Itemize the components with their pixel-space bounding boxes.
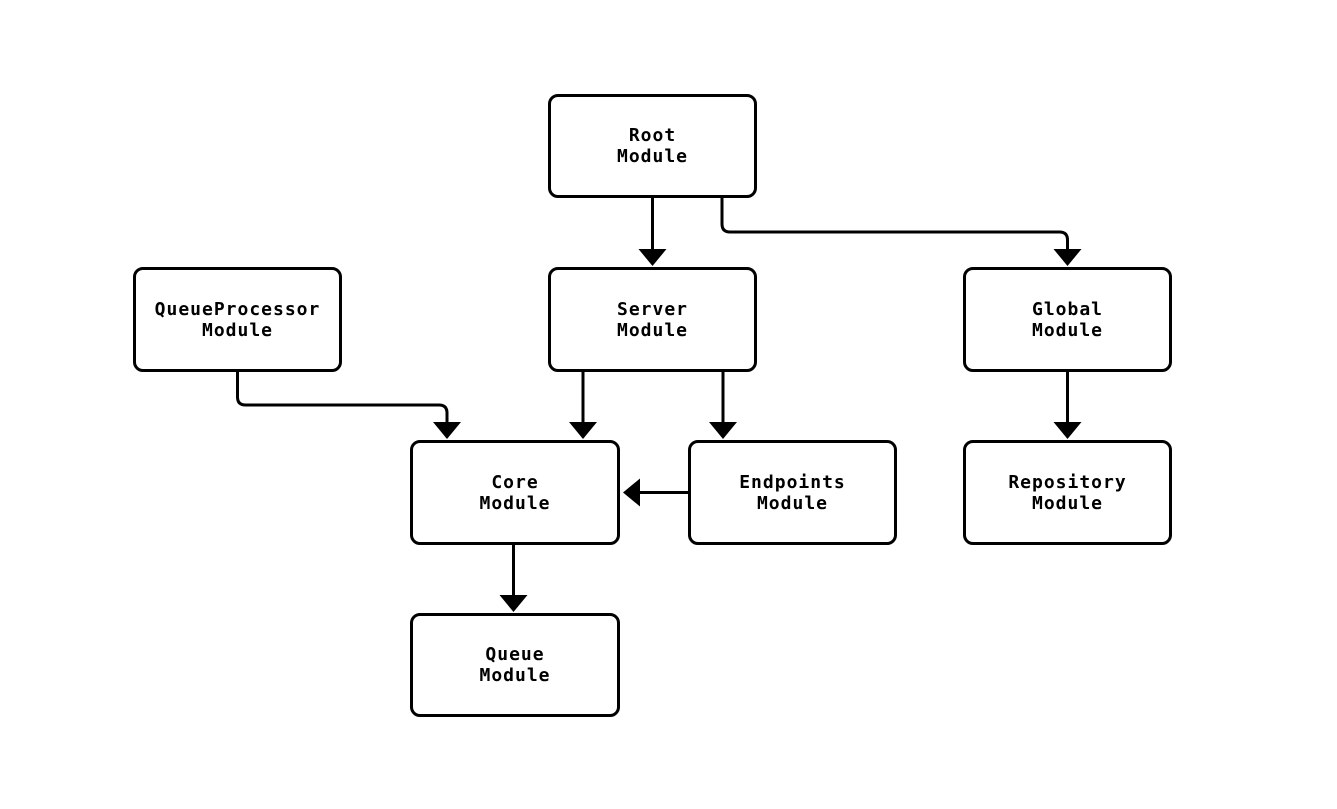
- node-queueprocessor-module: QueueProcessor Module: [133, 267, 342, 372]
- node-queueprocessor-module-label: QueueProcessor Module: [154, 298, 321, 341]
- node-repository-module-label: Repository Module: [1008, 471, 1127, 514]
- node-global-module-label: Global Module: [1031, 298, 1104, 341]
- node-global-module: Global Module: [963, 267, 1172, 372]
- node-core-module-label: Core Module: [479, 471, 551, 514]
- node-server-module-label: Server Module: [616, 298, 689, 341]
- node-endpoints-module: Endpoints Module: [688, 440, 897, 545]
- edge-queueprocessor-to-core: [236, 372, 461, 439]
- node-endpoints-module-label: Endpoints Module: [739, 471, 846, 514]
- node-root-module: Root Module: [548, 94, 757, 198]
- node-queue-module: Queue Module: [410, 613, 620, 717]
- edge-root-to-global: [720, 198, 1082, 266]
- node-core-module: Core Module: [410, 440, 620, 545]
- node-server-module: Server Module: [548, 267, 757, 372]
- node-root-module-label: Root Module: [616, 125, 689, 167]
- node-queue-module-label: Queue Module: [479, 644, 551, 686]
- node-repository-module: Repository Module: [963, 440, 1172, 545]
